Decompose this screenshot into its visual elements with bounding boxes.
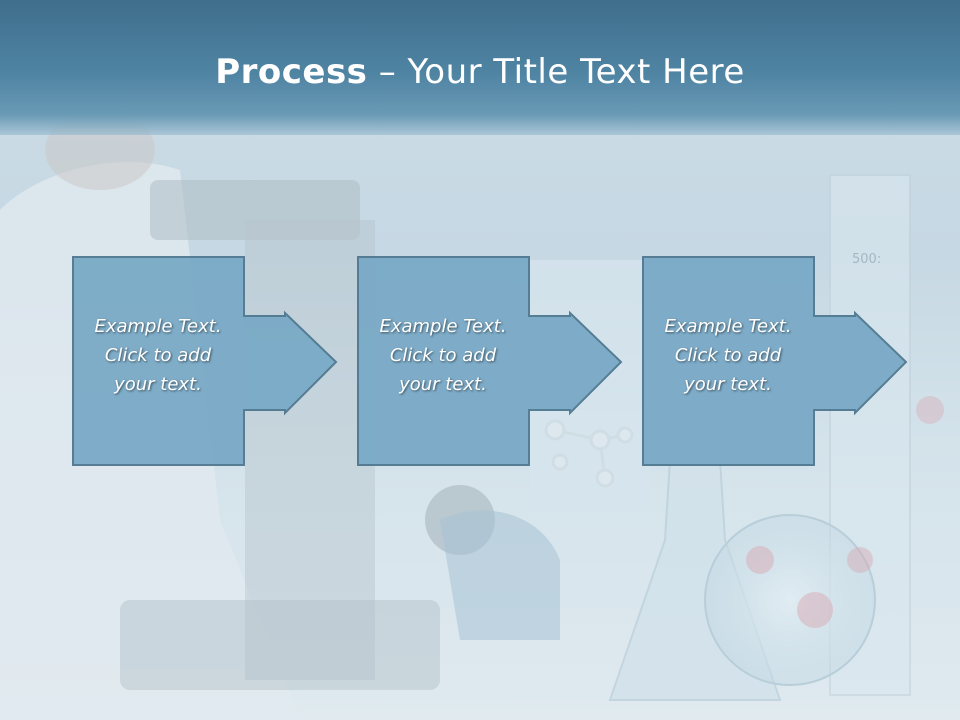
title-bar [0, 0, 960, 135]
step-2-text[interactable]: Example Text. Click to add your text. [379, 316, 507, 395]
slide-title-bold: Process [215, 52, 368, 92]
arrow-callout-shape [72, 256, 338, 466]
step-3-text[interactable]: Example Text. Click to add your text. [664, 316, 792, 395]
slide-title-rest: – Your Title Text Here [367, 52, 745, 92]
process-step-1[interactable]: Example Text. Click to add your text. [72, 256, 338, 466]
cylinder-marking: 500: [852, 252, 881, 267]
arrow-callout-shape [642, 256, 908, 466]
arrow-callout-shape [357, 256, 623, 466]
process-step-3[interactable]: Example Text. Click to add your text. [642, 256, 908, 466]
process-step-2[interactable]: Example Text. Click to add your text. [357, 256, 623, 466]
slide-title[interactable]: Process – Your Title Text Here [0, 52, 960, 92]
step-1-text[interactable]: Example Text. Click to add your text. [94, 316, 222, 395]
